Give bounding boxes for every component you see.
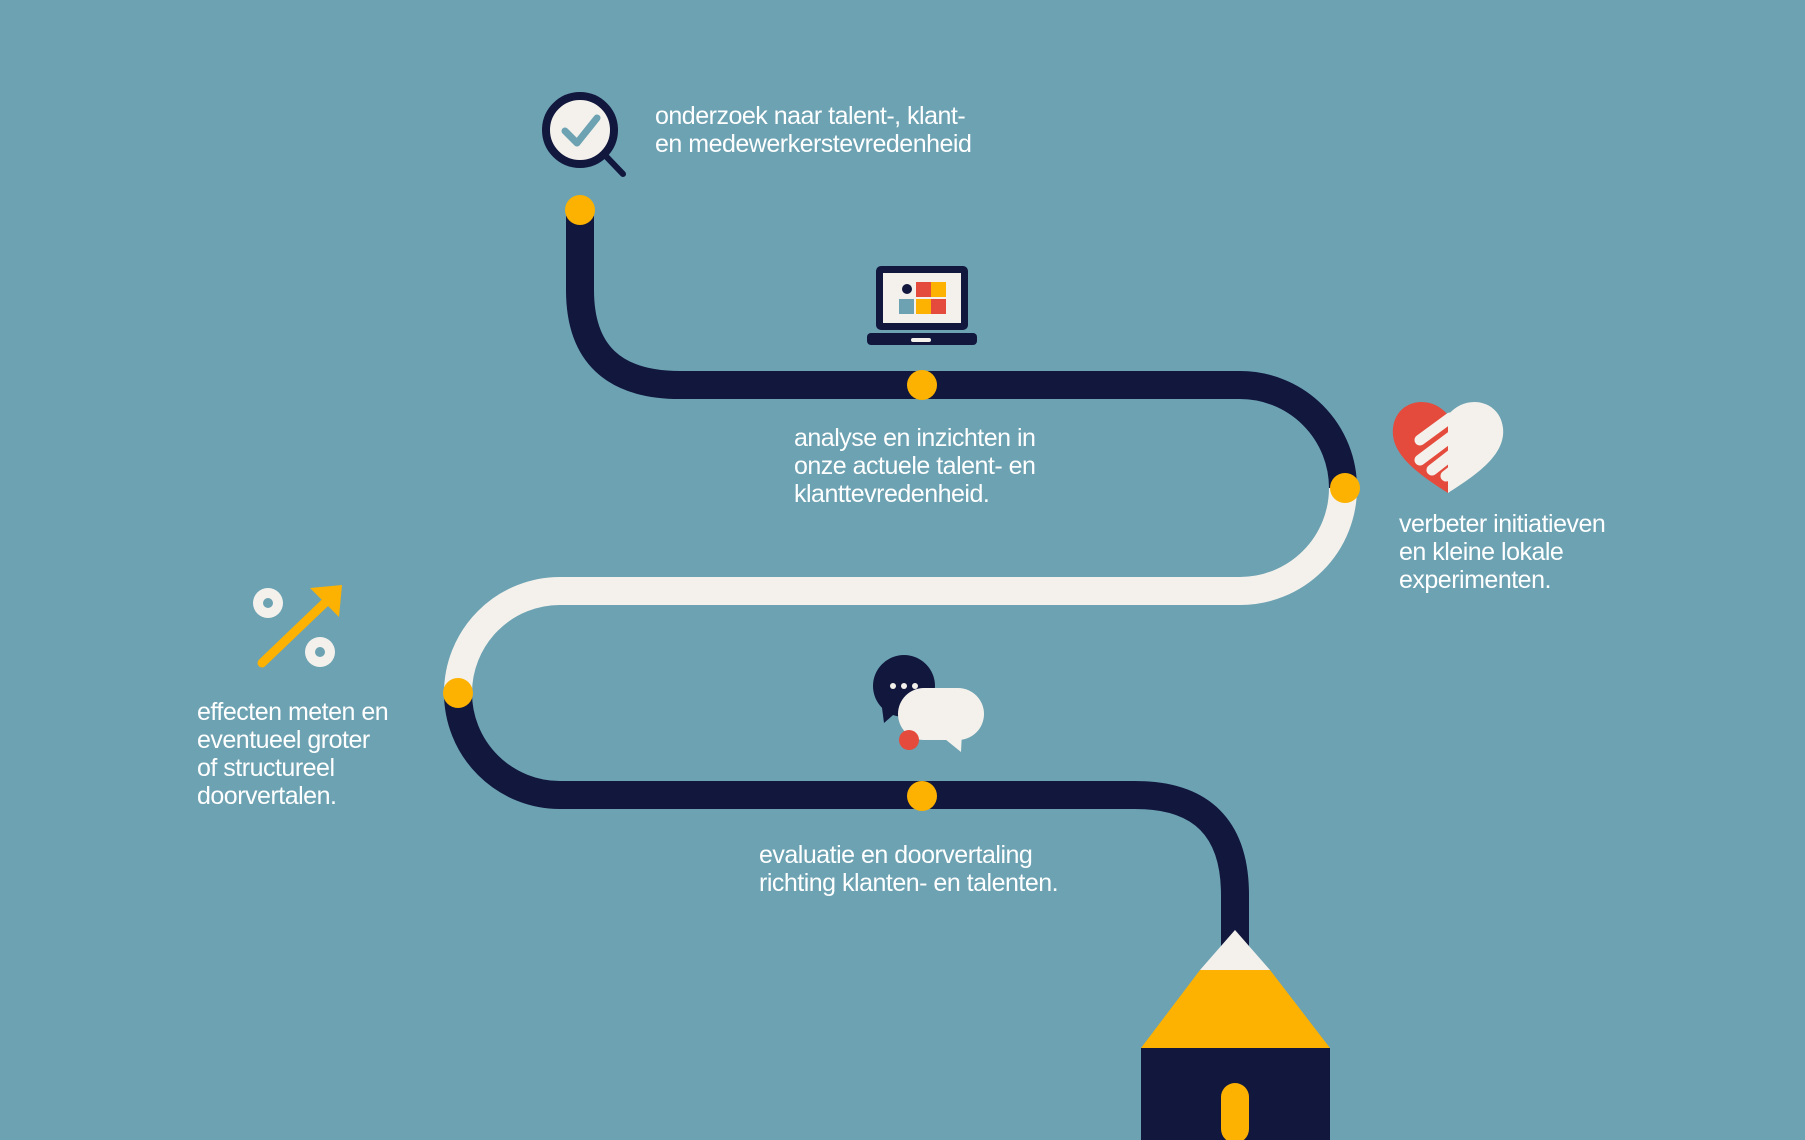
step-label-line: richting klanten- en talenten.	[759, 869, 1059, 897]
step-label-initiatives: verbeter initiatieven en kleine lokale e…	[1399, 510, 1606, 594]
step-marker-4	[443, 678, 473, 708]
step-label-line: en medewerkerstevredenheid	[655, 130, 972, 158]
step-marker-5	[907, 781, 937, 811]
step-label-line: effecten meten en	[197, 698, 389, 726]
step-label-line: klanttevredenheid.	[794, 480, 990, 508]
step-label-evaluation: evaluatie en doorvertaling richting klan…	[759, 841, 1059, 897]
step-marker-2	[907, 370, 937, 400]
heart-handshake-icon	[1392, 402, 1504, 493]
step-label-effects: effecten meten en eventueel groter of st…	[197, 698, 389, 810]
step-label-line: of structureel	[197, 754, 335, 782]
laptop-chart-icon	[867, 266, 977, 345]
step-marker-1	[565, 195, 595, 225]
magnifier-check-icon	[542, 92, 626, 177]
pencil-icon	[1141, 930, 1330, 1140]
path-segment-1	[566, 210, 1240, 399]
step-marker-3	[1330, 473, 1360, 503]
step-label-line: onze actuele talent- en	[794, 452, 1036, 480]
chat-bubbles-icon	[873, 655, 984, 752]
step-label-line: en kleine lokale	[1399, 538, 1564, 566]
step-label-line: verbeter initiatieven	[1399, 510, 1606, 538]
path-segment-2	[1239, 371, 1357, 489]
step-label-research: onderzoek naar talent-, klant- en medewe…	[655, 102, 972, 158]
path-segment-4	[444, 692, 1249, 950]
percent-growth-icon	[253, 585, 342, 668]
step-label-line: analyse en inzichten in	[794, 424, 1036, 452]
step-label-line: evaluatie en doorvertaling	[759, 841, 1033, 869]
step-label-line: doorvertalen.	[197, 782, 337, 810]
step-label-analysis: analyse en inzichten in onze actuele tal…	[794, 424, 1036, 508]
step-label-line: experimenten.	[1399, 566, 1551, 594]
step-label-line: eventueel groter	[197, 726, 370, 754]
path-segment-3	[444, 487, 1357, 694]
step-label-line: onderzoek naar talent-, klant-	[655, 102, 966, 130]
